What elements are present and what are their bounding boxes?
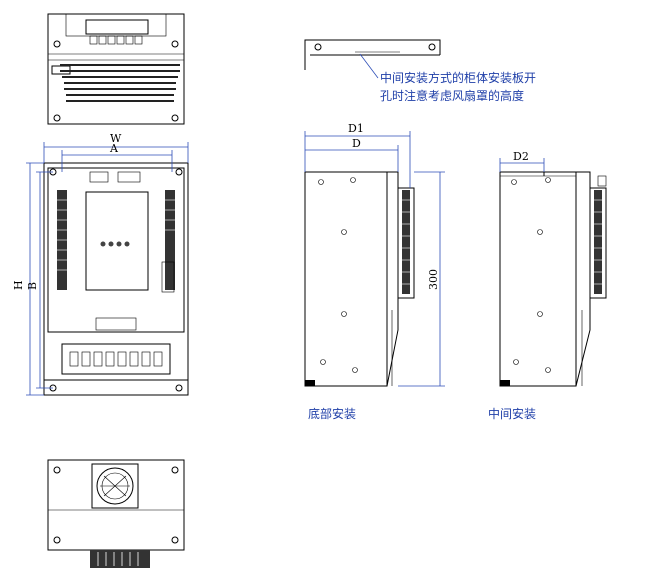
- dim-label-d1: D1: [348, 122, 364, 135]
- caption-bottom-mount: 底部安装: [308, 406, 356, 421]
- dim-label-h: H: [12, 280, 25, 290]
- dim-label-d: D: [352, 137, 361, 150]
- dim-label-d2: D2: [513, 150, 529, 163]
- dim-label-w: W: [110, 132, 122, 145]
- dim-label-300: 300: [427, 269, 440, 290]
- mounting-plate-detail: [304, 39, 441, 79]
- top-view: [47, 13, 185, 125]
- dim-label-a: A: [109, 142, 119, 155]
- bottom-view: [47, 459, 185, 568]
- middle-mount-note-line2: 孔时注意考虑风扇罩的高度: [380, 88, 524, 103]
- middle-mount-note-line1: 中间安装方式的柜体安装板开: [380, 70, 536, 85]
- side-view-middle-mount: [499, 158, 607, 387]
- caption-middle-mount: 中间安装: [488, 406, 536, 421]
- front-view: [26, 142, 189, 396]
- dim-label-b: B: [26, 282, 39, 290]
- side-view-bottom-mount: [304, 131, 445, 387]
